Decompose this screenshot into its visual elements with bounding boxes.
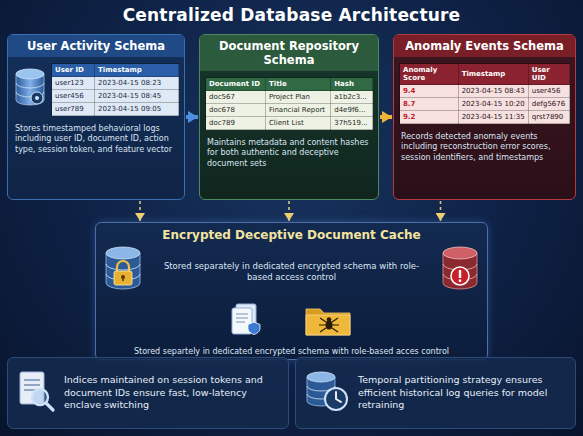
panel-header: Anomaly Events Schema [394,35,575,57]
panel-header: Document Repository Schema [200,35,378,71]
icon-holder [16,369,56,417]
alert-database-icon [435,245,481,295]
note-box: Temporal partitioning strategy ensures e… [295,357,576,429]
icon-holder [435,245,481,299]
table-cell: 2023-04-15 08:23 [95,77,179,90]
table-header-cell: User ID [52,64,95,77]
table-row: User IDTimestamp [52,64,179,77]
table-row: doc678Financial Reportd4e9f6... [206,104,373,117]
table-cell: Financial Report [265,104,330,117]
panel-body: Anomaly ScoreTimestampUser UID9.42023-04… [394,57,575,128]
panel-body: User IDTimestampuser1232023-04-15 08:23u… [8,57,184,120]
table-cell: 2023-04-15 08:45 [95,90,179,103]
table-cell: doc789 [206,117,266,130]
table-row: Document IDTitleHash [206,78,373,91]
table-cell: user123 [52,77,95,90]
database-icon [13,66,47,110]
table-row: doc567Project Plana1b2c3... [206,91,373,104]
cache-description: Stored separately in dedicated encrypted… [154,261,429,283]
data-table: Anomaly ScoreTimestampUser UID9.42023-04… [399,63,570,124]
table-cell: defg5676 [528,98,569,111]
table-cell: Client List [265,117,330,130]
table-cell: Project Plan [265,91,330,104]
cache-illustration [102,299,481,345]
table-row: user4562023-04-15 08:45 [52,90,179,103]
table-cell: d4e9f6... [331,104,373,117]
table-cell: 2023-04-15 11:35 [458,111,528,124]
search-document-icon [16,369,56,413]
diagram-title: Centralized Database Architecture [0,5,583,25]
table-cell: 8.7 [400,98,459,111]
table-cell: 9.2 [400,111,459,124]
schema-panel: Document Repository SchemaDocument IDTit… [199,34,379,200]
table-header-cell: User UID [528,64,569,85]
connector-arrow [139,201,141,221]
table-header-cell: Document ID [206,78,266,91]
data-table: Document IDTitleHashdoc567Project Plana1… [205,77,373,130]
cache-note: Stored separtely in dedicated encrypted … [102,345,481,357]
icon-holder [13,66,47,114]
locked-database-icon [102,245,148,295]
table-cell: user789 [52,103,95,116]
table-cell: a1b2c3... [331,91,373,104]
table-cell: 37h519... [331,117,373,130]
panel-body: Document IDTitleHashdoc567Project Plana1… [200,71,378,134]
table-row: 9.22023-04-15 11:35qrst7890 [400,111,570,124]
table-row: Anomaly ScoreTimestampUser UID [400,64,570,85]
panel-header: User Activity Schema [8,35,184,57]
table-cell: user456 [528,85,569,98]
table-row: user7892023-04-15 09:05 [52,103,179,116]
connector-arrow [380,115,392,119]
note-text: Indices maintained on session tokens and… [64,374,280,411]
table-header-cell: Hash [331,78,373,91]
table-header-cell: Timestamp [95,64,179,77]
folder-spider-icon [304,301,354,339]
table-cell: 9.4 [400,85,459,98]
icon-holder [304,301,354,343]
connector-arrow [288,201,290,221]
icon-holder [102,245,148,299]
document-icon [230,302,264,338]
cache-row: Stored separately in dedicated encrypted… [102,245,481,299]
data-table: User IDTimestampuser1232023-04-15 08:23u… [51,63,179,116]
table-cell: user456 [52,90,95,103]
table-cell: doc678 [206,104,266,117]
note-box: Indices maintained on session tokens and… [7,357,289,429]
table-header-cell: Title [265,78,330,91]
cache-panel: Encrypted Deceptive Document CacheStored… [95,222,488,360]
icon-holder [304,369,350,417]
table-row: 9.42023-04-15 08:43user456 [400,85,570,98]
table-cell: 2023-04-15 10:20 [458,98,528,111]
table-cell: 2023-04-15 08:43 [458,85,528,98]
schema-panel: User Activity SchemaUser IDTimestampuser… [7,34,185,200]
table-header-cell: Anomaly Score [400,64,459,85]
table-row: doc789Client List37h519... [206,117,373,130]
table-row: 8.72023-04-15 10:20defg5676 [400,98,570,111]
table-cell: qrst7890 [528,111,569,124]
connector-arrow [440,201,442,221]
table-row: user1232023-04-15 08:23 [52,77,179,90]
note-text: Temporal partitioning strategy ensures e… [358,374,567,411]
panel-description: Stores timestamped behavioral logs inclu… [8,120,184,155]
schema-panel: Anomaly Events SchemaAnomaly ScoreTimest… [393,34,576,200]
table-header-cell: Timestamp [458,64,528,85]
cache-title: Encrypted Deceptive Document Cache [102,223,481,245]
table-cell: doc567 [206,91,266,104]
panel-description: Maintains metadata and content hashes fo… [200,134,378,169]
database-clock-icon [304,369,350,413]
panel-description: Records detected anomaly events includin… [394,128,575,163]
connector-arrow [186,115,198,119]
table-cell: 2023-04-15 09:05 [95,103,179,116]
icon-holder [230,302,264,342]
